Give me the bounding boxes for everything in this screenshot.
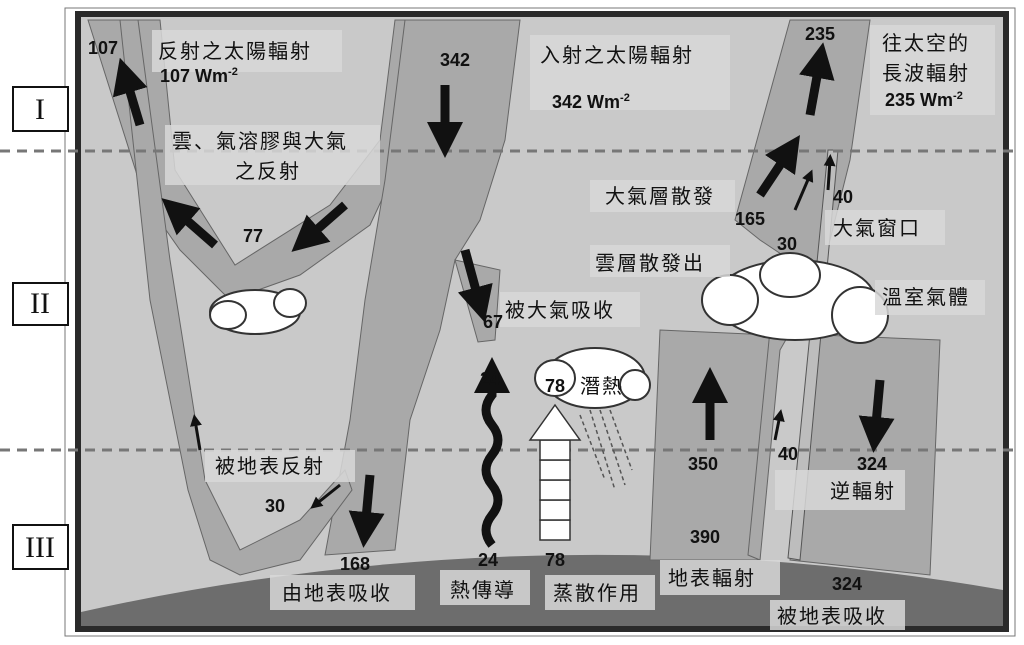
value-latent-top: 78 — [545, 376, 565, 396]
value-surface-total: 390 — [690, 527, 720, 547]
value-window-top: 40 — [833, 187, 853, 207]
label-surface-reflect: 被地表反射 — [215, 454, 325, 478]
label-evapotranspiration: 蒸散作用 — [553, 581, 641, 605]
value-back: 324 — [857, 454, 887, 474]
label-thermal: 熱傳導 — [450, 578, 516, 602]
value-thermal-top: 24 — [480, 369, 500, 389]
label-outgoing-lw-line1: 往太空的 — [882, 31, 970, 55]
cloud-latent-icon — [534, 347, 651, 409]
label-atmos-emission: 大氣層散發 — [605, 184, 715, 208]
label-reflected-solar-value: 107 Wm-2 — [160, 66, 238, 86]
thermal-wave-arrow — [474, 357, 510, 548]
rain-icon — [579, 409, 633, 491]
unit-sup: -2 — [953, 90, 963, 102]
value-incoming: 342 — [440, 50, 470, 70]
label-surface-absorbed-solar: 由地表吸收 — [282, 581, 392, 605]
zone-box-iii: III — [12, 524, 69, 570]
label-greenhouse: 溫室氣體 — [882, 285, 970, 309]
label-back-radiation: 逆輻射 — [830, 479, 896, 503]
value-evap-bottom: 78 — [545, 550, 565, 570]
evap-stack-arrow — [528, 403, 582, 541]
zone-label-ii: II — [30, 287, 50, 320]
value-atmos-emit: 165 — [735, 209, 765, 229]
label-outgoing-lw-value: 235 Wm-2 — [885, 90, 963, 110]
label-latent-heat: 潛熱 — [580, 374, 624, 398]
value-surface-absorb-lw: 324 — [832, 574, 862, 594]
unit-sup: -2 — [228, 66, 238, 78]
zone-box-i: I — [12, 86, 69, 132]
label-atmos-absorbed: 被大氣吸收 — [505, 298, 615, 322]
unit-sup: -2 — [620, 92, 630, 104]
label-outgoing-lw-line2: 長波輻射 — [882, 61, 970, 85]
label-atmos-window: 大氣窗口 — [833, 216, 921, 240]
value-surface-reflect: 30 — [265, 496, 285, 516]
arrow-back-down — [858, 379, 895, 453]
value-thermal-bottom: 24 — [478, 550, 498, 570]
value-cloud-reflect: 77 — [243, 226, 263, 246]
incoming-solar-band — [324, 19, 521, 556]
label-incoming-solar: 入射之太陽輻射 — [540, 43, 694, 67]
arrow-cloud-reflect-in — [291, 201, 348, 252]
value-outgoing: 235 — [805, 24, 835, 44]
label-cloud-reflect-line1: 雲、氣溶膠與大氣 — [172, 129, 348, 153]
value-cloud-emit: 30 — [777, 234, 797, 254]
arrow-reflected-up — [112, 57, 148, 127]
direction-arrows — [112, 42, 895, 548]
arrow-cloud-reflect-left — [161, 198, 218, 249]
label-surface-radiation: 地表輻射 — [668, 566, 756, 590]
arrow-outgoing-up — [799, 42, 835, 116]
arrow-atmos-absorb — [457, 248, 493, 323]
zone-label-iii: III — [25, 531, 55, 564]
zone-box-ii: II — [12, 282, 69, 326]
label-incoming-solar-value: 342 Wm-2 — [552, 92, 630, 112]
zone-label-i: I — [35, 93, 45, 126]
label-cloud-emission: 雲層散發出 — [595, 251, 705, 275]
label-reflected-solar: 反射之太陽輻射 — [158, 39, 312, 63]
value-surface-absorb: 168 — [340, 554, 370, 574]
arrow-atmos-emit-up — [756, 135, 800, 198]
cloud-left-icon — [209, 288, 307, 335]
value-surface-emit: 350 — [688, 454, 718, 474]
cloud-right-icon — [701, 252, 889, 344]
label-surface-absorbed-lw: 被地表吸收 — [777, 604, 887, 628]
arrow-surface-absorb — [348, 474, 385, 548]
thin-arrows — [190, 154, 836, 509]
value-window-bottom: 40 — [778, 444, 798, 464]
label-cloud-reflect-line2: 之反射 — [235, 159, 301, 183]
value-reflected-total: 107 — [88, 38, 118, 58]
value-atmos-absorb: 67 — [483, 312, 503, 332]
